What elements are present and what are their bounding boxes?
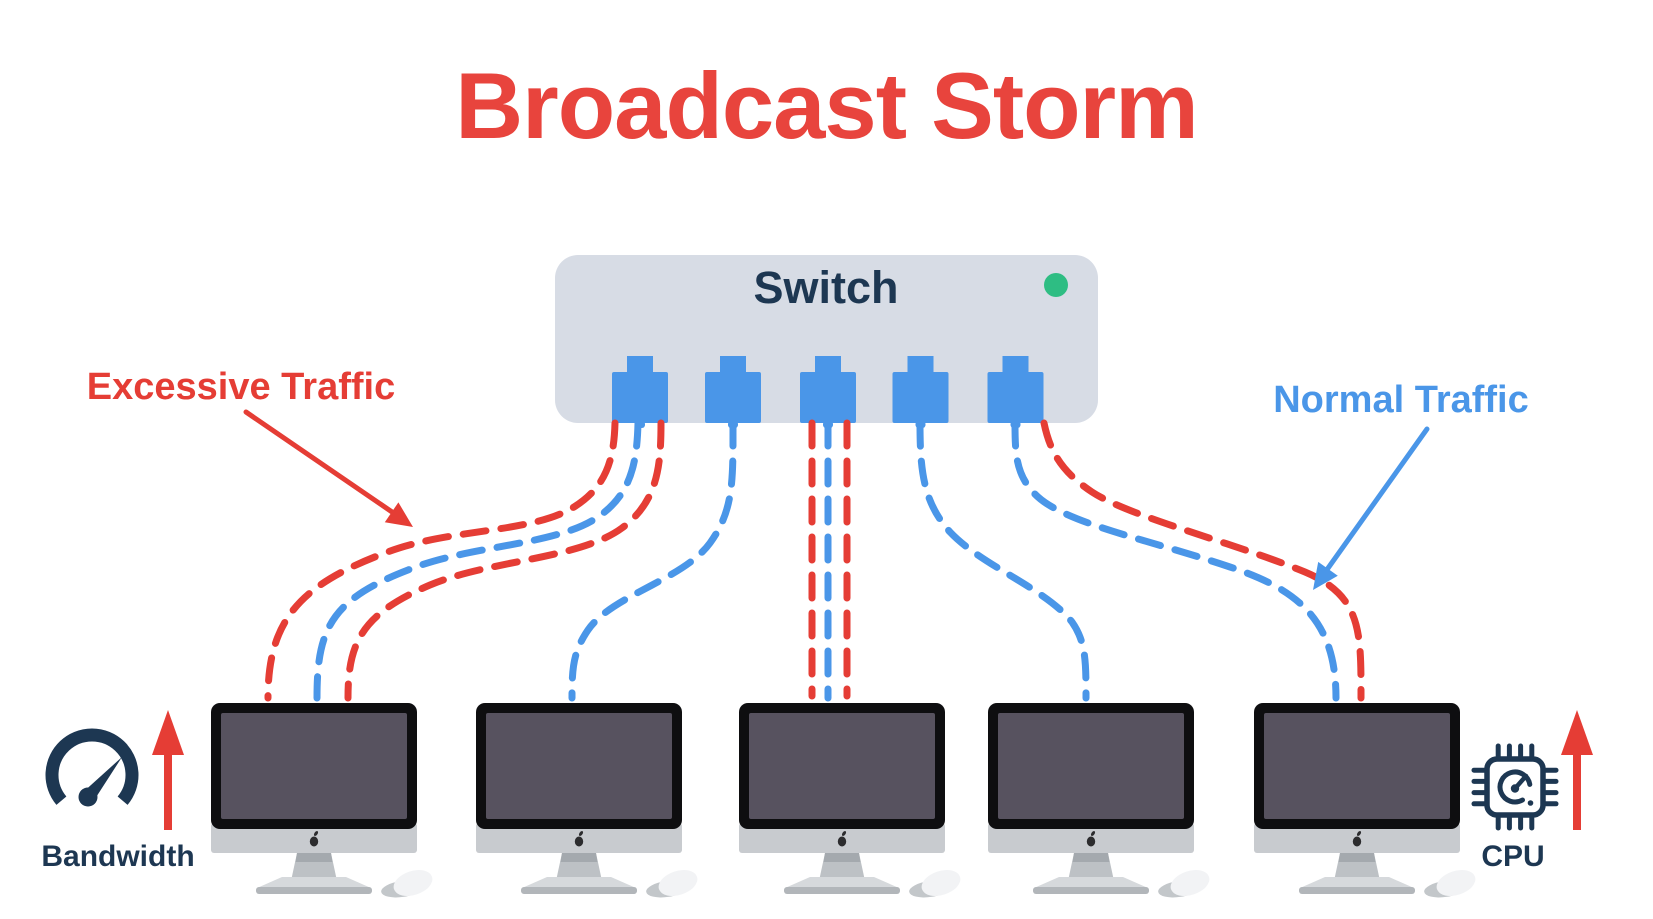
cpu-label: CPU [1481, 840, 1545, 873]
speedometer-icon [45, 728, 139, 807]
switch-status-led [1044, 273, 1068, 297]
cable-normal-pc1 [313, 419, 642, 702]
bandwidth-label: Bandwidth [41, 840, 195, 873]
page-title: Broadcast Storm [455, 53, 1198, 158]
normal-traffic-label: Normal Traffic [1273, 379, 1529, 421]
cable-normal-pc4 [916, 419, 1090, 702]
computer-2 [476, 703, 701, 901]
cable-excessive-pc5 [1040, 419, 1365, 702]
cable-excessive-pc1-b [344, 419, 665, 702]
cpu-up-arrow [1561, 710, 1593, 830]
computer-3 [739, 703, 964, 901]
computer-1 [211, 703, 436, 901]
bandwidth-up-arrow [152, 710, 184, 830]
excessive-traffic-label: Excessive Traffic [86, 366, 396, 408]
switch-label: Switch [753, 262, 899, 313]
cable-excessive-pc1-a [264, 419, 619, 702]
normal-traffic-arrow [1313, 426, 1430, 590]
computer-4 [988, 703, 1213, 901]
cable-normal-pc2 [568, 419, 737, 702]
cable-normal-pc5 [1011, 419, 1340, 702]
cpu-chip-icon [1471, 743, 1559, 831]
network-switch-body [555, 255, 1098, 423]
excessive-traffic-arrow [243, 409, 413, 527]
